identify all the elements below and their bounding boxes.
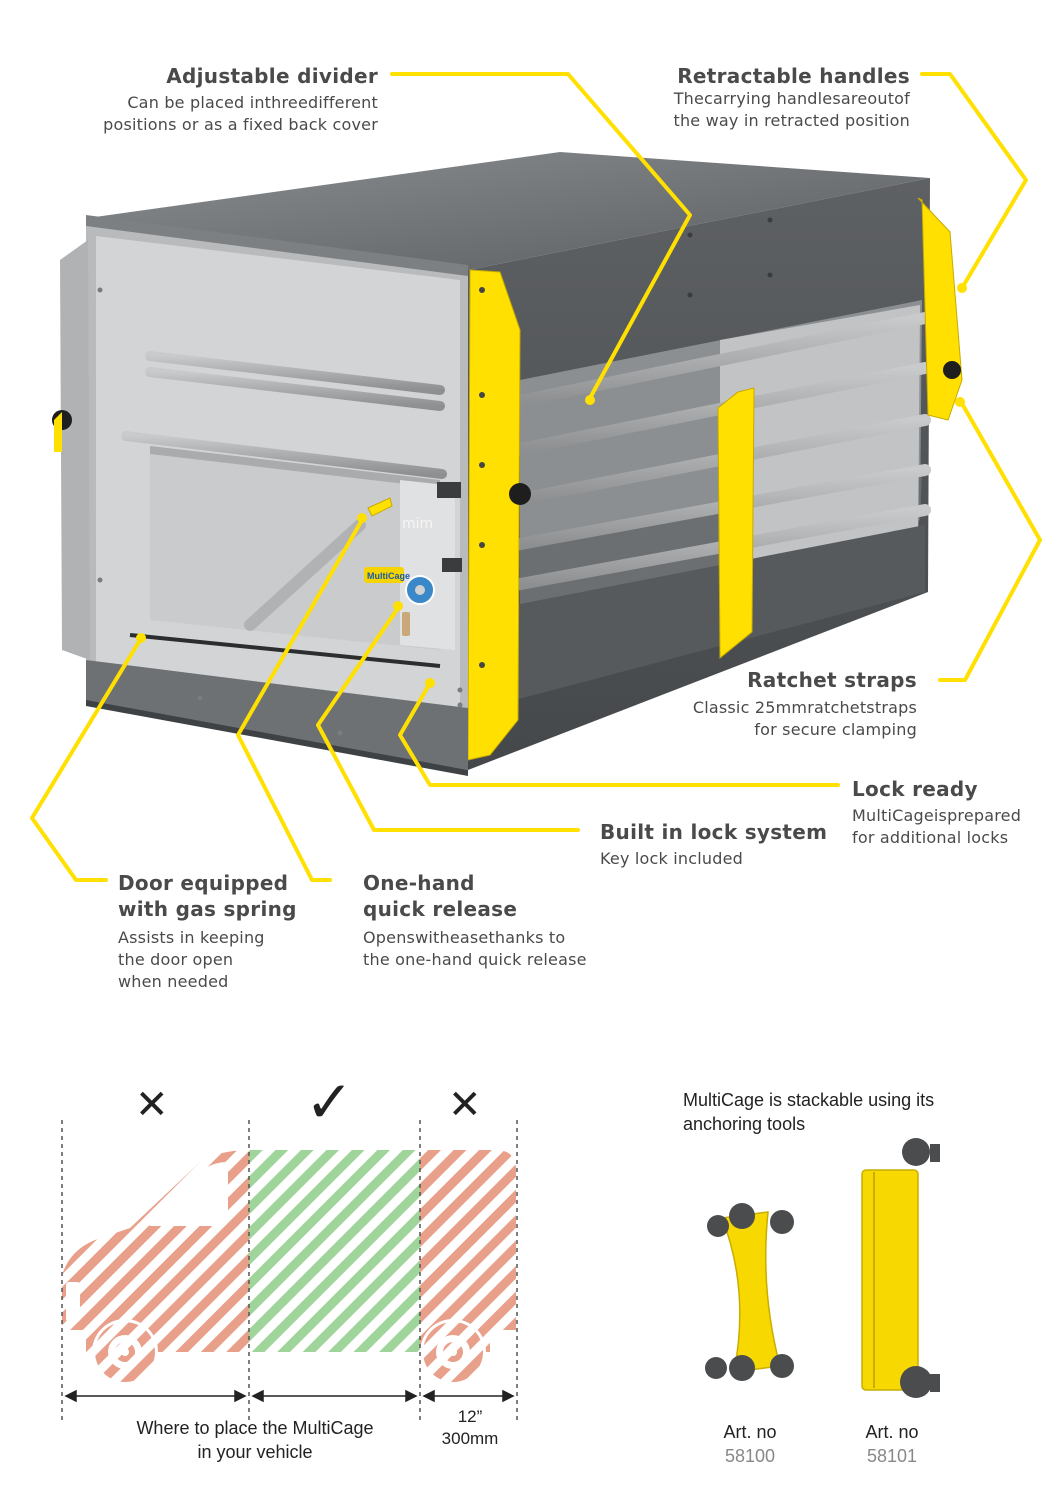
caption-line: in your vehicle — [197, 1442, 313, 1462]
no-mark-front: ✕ — [135, 1082, 169, 1128]
art-label: Art. no — [723, 1422, 777, 1442]
mim-logo: mim — [402, 516, 433, 532]
desc-line: Thecarrying handlesareoutof — [673, 89, 910, 108]
desc-line: when needed — [118, 972, 229, 991]
badge-text: MultiCage — [367, 571, 410, 581]
ok-zone — [249, 1150, 420, 1352]
door-gas-spring-title: Door equipped with gas spring — [118, 870, 297, 922]
check-mark: ✓ — [305, 1068, 354, 1136]
lock-ready-desc: MultiCageisprepared for additional locks — [852, 805, 1052, 849]
title-line: One-hand — [363, 871, 475, 895]
lock-ready-title: Lock ready — [852, 777, 978, 801]
one-hand-title: One-hand quick release — [363, 870, 517, 922]
desc-line: Assists in keeping — [118, 928, 265, 947]
dimension-label: 12” 300mm — [425, 1406, 515, 1450]
front-handle — [467, 269, 521, 761]
caption-line: Where to place the MultiCage — [136, 1418, 374, 1438]
desc-line: for additional locks — [852, 828, 1009, 847]
desc-line: positions or as a fixed back cover — [103, 115, 378, 134]
placement-caption: Where to place the MultiCage in your veh… — [90, 1416, 420, 1464]
one-hand-desc: Openswitheasethanks to the one-hand quic… — [363, 927, 633, 971]
lock-plate — [400, 480, 455, 650]
title-line: with gas spring — [118, 897, 297, 921]
retractable-handles-desc: Thecarrying handlesareoutof the way in r… — [610, 88, 910, 132]
dimension-inch: 12” — [457, 1407, 483, 1426]
van-wheels — [95, 1322, 483, 1382]
retractable-handles-title: Retractable handles — [677, 64, 910, 88]
desc-line: for secure clamping — [754, 720, 917, 739]
desc-line: the one-hand quick release — [363, 950, 587, 969]
desc-line: MultiCageisprepared — [852, 806, 1022, 825]
built-in-lock-title: Built in lock system — [600, 820, 828, 844]
desc-line: Can be placed inthreedifferent — [127, 93, 378, 112]
art-number: 58100 — [724, 1446, 776, 1466]
no-zone-rear — [420, 1150, 516, 1352]
cage-top — [88, 152, 930, 270]
product-58100: Art. no 58100 — [700, 1420, 800, 1468]
built-in-lock-desc: Key lock included — [600, 848, 840, 870]
ratchet-straps-desc: Classic 25mmratchetstraps for secure cla… — [617, 697, 917, 741]
stacking-title: MultiCage is stackable using its anchori… — [683, 1088, 934, 1136]
desc-line: Key lock included — [600, 849, 744, 868]
no-mark-rear: ✕ — [448, 1082, 482, 1128]
cage-illustration: MultiCage mim — [30, 72, 1042, 882]
title-line: Door equipped — [118, 871, 289, 895]
door-panel — [150, 446, 440, 650]
adjustable-divider-desc: Can be placed inthreedifferent positions… — [38, 92, 378, 136]
desc-line: the way in retracted position — [673, 111, 910, 130]
gas-spring — [244, 519, 366, 631]
multicage-badge — [364, 567, 404, 583]
art-label: Art. no — [865, 1422, 919, 1442]
desc-line: Classic 25mmratchetstraps — [692, 698, 917, 717]
adjustable-divider-title: Adjustable divider — [166, 64, 378, 88]
anchor-tool-58100 — [705, 1203, 794, 1381]
title-line: anchoring tools — [683, 1114, 806, 1134]
divider-bracket — [717, 387, 755, 660]
anchor-tool-58101 — [861, 1138, 940, 1398]
title-line: MultiCage is stackable using its — [683, 1090, 935, 1110]
quick-release-lever — [367, 497, 393, 517]
callout-lines — [30, 72, 1042, 882]
art-number: 58101 — [866, 1446, 918, 1466]
product-58101: Art. no 58101 — [842, 1420, 942, 1468]
desc-line: the door open — [118, 950, 234, 969]
ratchet-straps-title: Ratchet straps — [747, 668, 917, 692]
door-gas-spring-desc: Assists in keeping the door open when ne… — [118, 927, 338, 993]
desc-line: Openswitheasethanks to — [363, 928, 566, 947]
dimension-mm: 300mm — [441, 1429, 499, 1448]
title-line: quick release — [363, 897, 518, 921]
no-zone-front — [62, 1150, 249, 1352]
